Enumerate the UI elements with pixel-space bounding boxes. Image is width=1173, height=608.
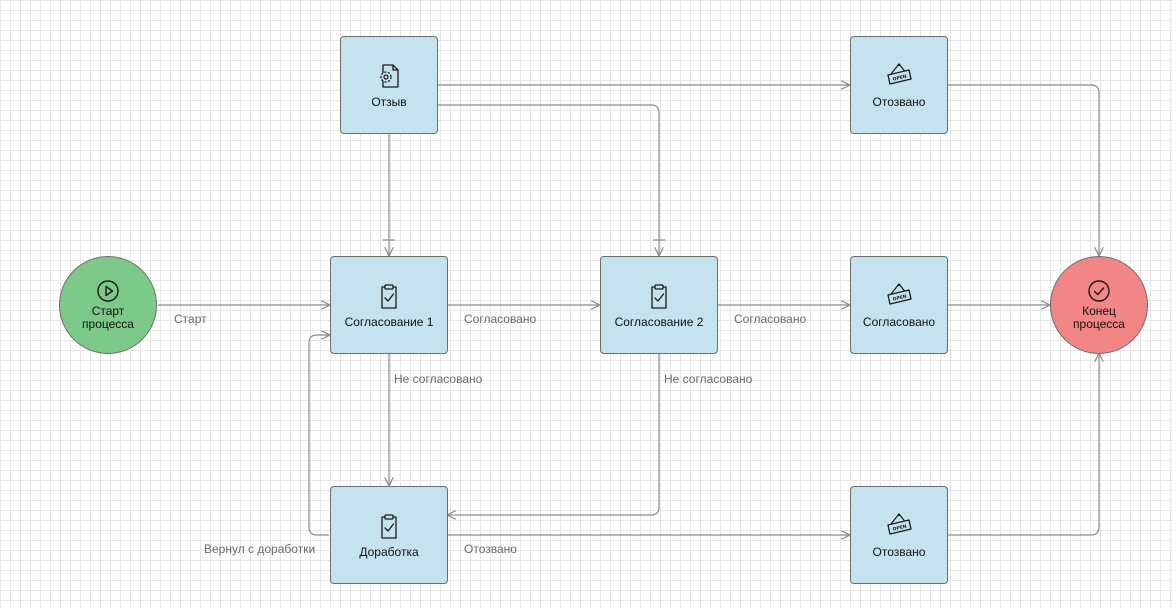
- task-withdrawn-bottom-label: Отозвано: [872, 544, 926, 559]
- task-rework-label: Доработка: [359, 544, 419, 559]
- edge-label-approved-2: Согласовано: [734, 312, 807, 326]
- start-event-label: Старт процесса: [82, 304, 134, 331]
- end-event[interactable]: Конец процесса: [1050, 256, 1148, 354]
- edge-approval2-to-rework[interactable]: [448, 354, 660, 515]
- open-sign-text: OPEN: [892, 293, 907, 302]
- edge-label-rejected-1: Не согласовано: [394, 372, 483, 386]
- check-circle-icon: [1088, 280, 1110, 302]
- open-sign-icon: OPEN: [887, 63, 912, 85]
- edge-label-start: Старт: [174, 312, 207, 326]
- task-approval-1[interactable]: Согласование 1: [330, 256, 448, 354]
- open-sign-icon: OPEN: [887, 283, 912, 305]
- edge-rework-to-approval1[interactable]: [308, 335, 329, 536]
- open-sign-text: OPEN: [892, 73, 907, 82]
- play-circle-icon: [97, 280, 119, 302]
- task-approval-2[interactable]: Согласование 2: [600, 256, 718, 354]
- clipboard-check-icon: [381, 283, 397, 309]
- clipboard-check-icon: [381, 513, 397, 539]
- task-rework[interactable]: Доработка: [330, 486, 448, 584]
- task-approval-2-label: Согласование 2: [614, 314, 704, 329]
- edge-label-returned: Вернул с доработки: [204, 542, 316, 556]
- task-approved[interactable]: OPEN Согласовано: [850, 256, 948, 354]
- task-withdrawn-bottom[interactable]: OPEN Отозвано: [850, 486, 948, 584]
- edge-withdrawn-top-to-end[interactable]: [948, 84, 1099, 255]
- task-feedback[interactable]: Отзыв: [340, 36, 438, 134]
- start-event[interactable]: Старт процесса: [59, 256, 157, 354]
- task-withdrawn-top[interactable]: OPEN Отозвано: [850, 36, 948, 134]
- task-approved-label: Согласовано: [862, 314, 936, 329]
- edge-label-approved-1: Согласовано: [464, 312, 537, 326]
- edge-label-withdrawn: Отозвано: [464, 542, 517, 556]
- task-approval-1-label: Согласование 1: [344, 314, 434, 329]
- task-feedback-label: Отзыв: [371, 94, 407, 109]
- task-withdrawn-top-label: Отозвано: [872, 94, 926, 109]
- edge-feedback-to-approval2[interactable]: [438, 104, 659, 255]
- open-sign-icon: OPEN: [887, 513, 912, 535]
- edge-label-rejected-2: Не согласовано: [664, 372, 753, 386]
- edge-withdrawn-bottom-to-end[interactable]: [948, 354, 1099, 536]
- clipboard-check-icon: [651, 283, 667, 309]
- end-event-label: Конец процесса: [1073, 304, 1125, 331]
- gear-document-icon: [380, 63, 399, 88]
- open-sign-text: OPEN: [892, 523, 907, 532]
